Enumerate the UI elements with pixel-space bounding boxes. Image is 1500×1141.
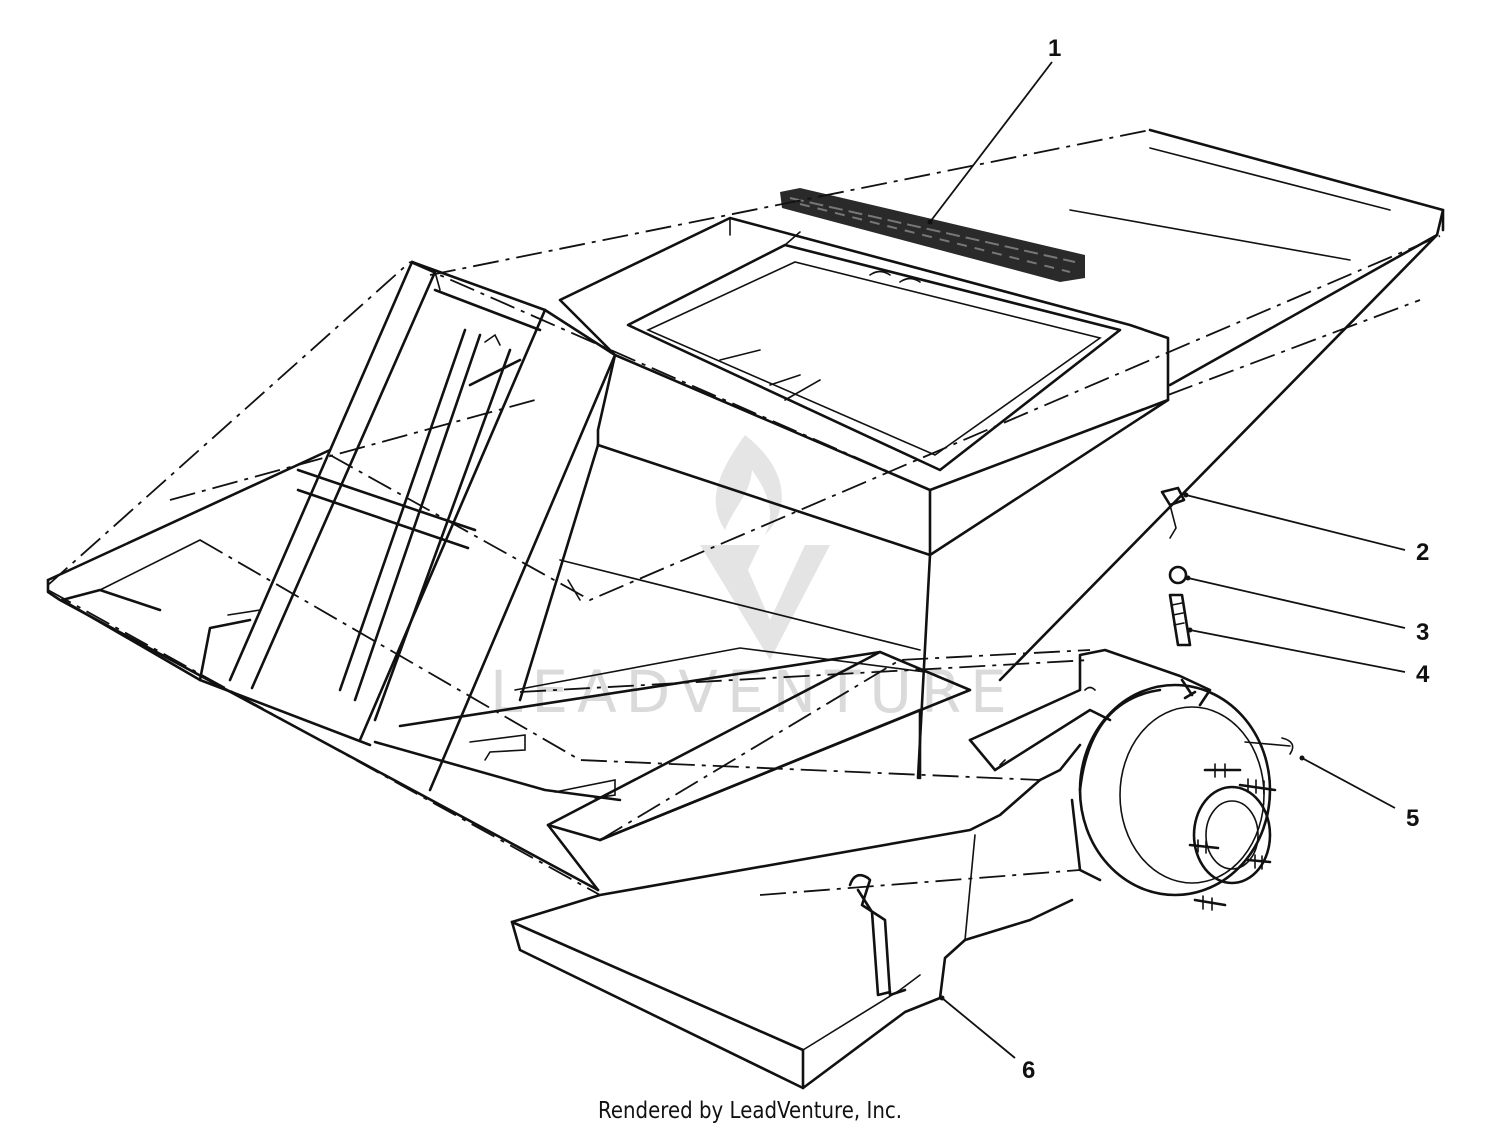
wheel-hub — [1070, 683, 1277, 911]
callout-2: 2 — [1416, 539, 1429, 566]
assembly-lines — [47, 129, 1441, 896]
callouts: 1 2 3 4 5 6 — [1022, 35, 1430, 1084]
lug-studs — [1188, 763, 1277, 911]
callout-5: 5 — [1406, 805, 1419, 832]
callout-3: 3 — [1416, 619, 1429, 646]
callout-4: 4 — [1416, 661, 1430, 688]
hardware-parts — [1160, 486, 1294, 755]
callout-1: 1 — [1048, 35, 1061, 62]
callout-6: 6 — [1022, 1057, 1035, 1084]
footer-credit: Rendered by LeadVenture, Inc. — [597, 1098, 903, 1124]
callout-leaders — [927, 61, 1406, 1059]
hopper-body — [46, 128, 1445, 1090]
decal-strip — [780, 188, 1085, 282]
